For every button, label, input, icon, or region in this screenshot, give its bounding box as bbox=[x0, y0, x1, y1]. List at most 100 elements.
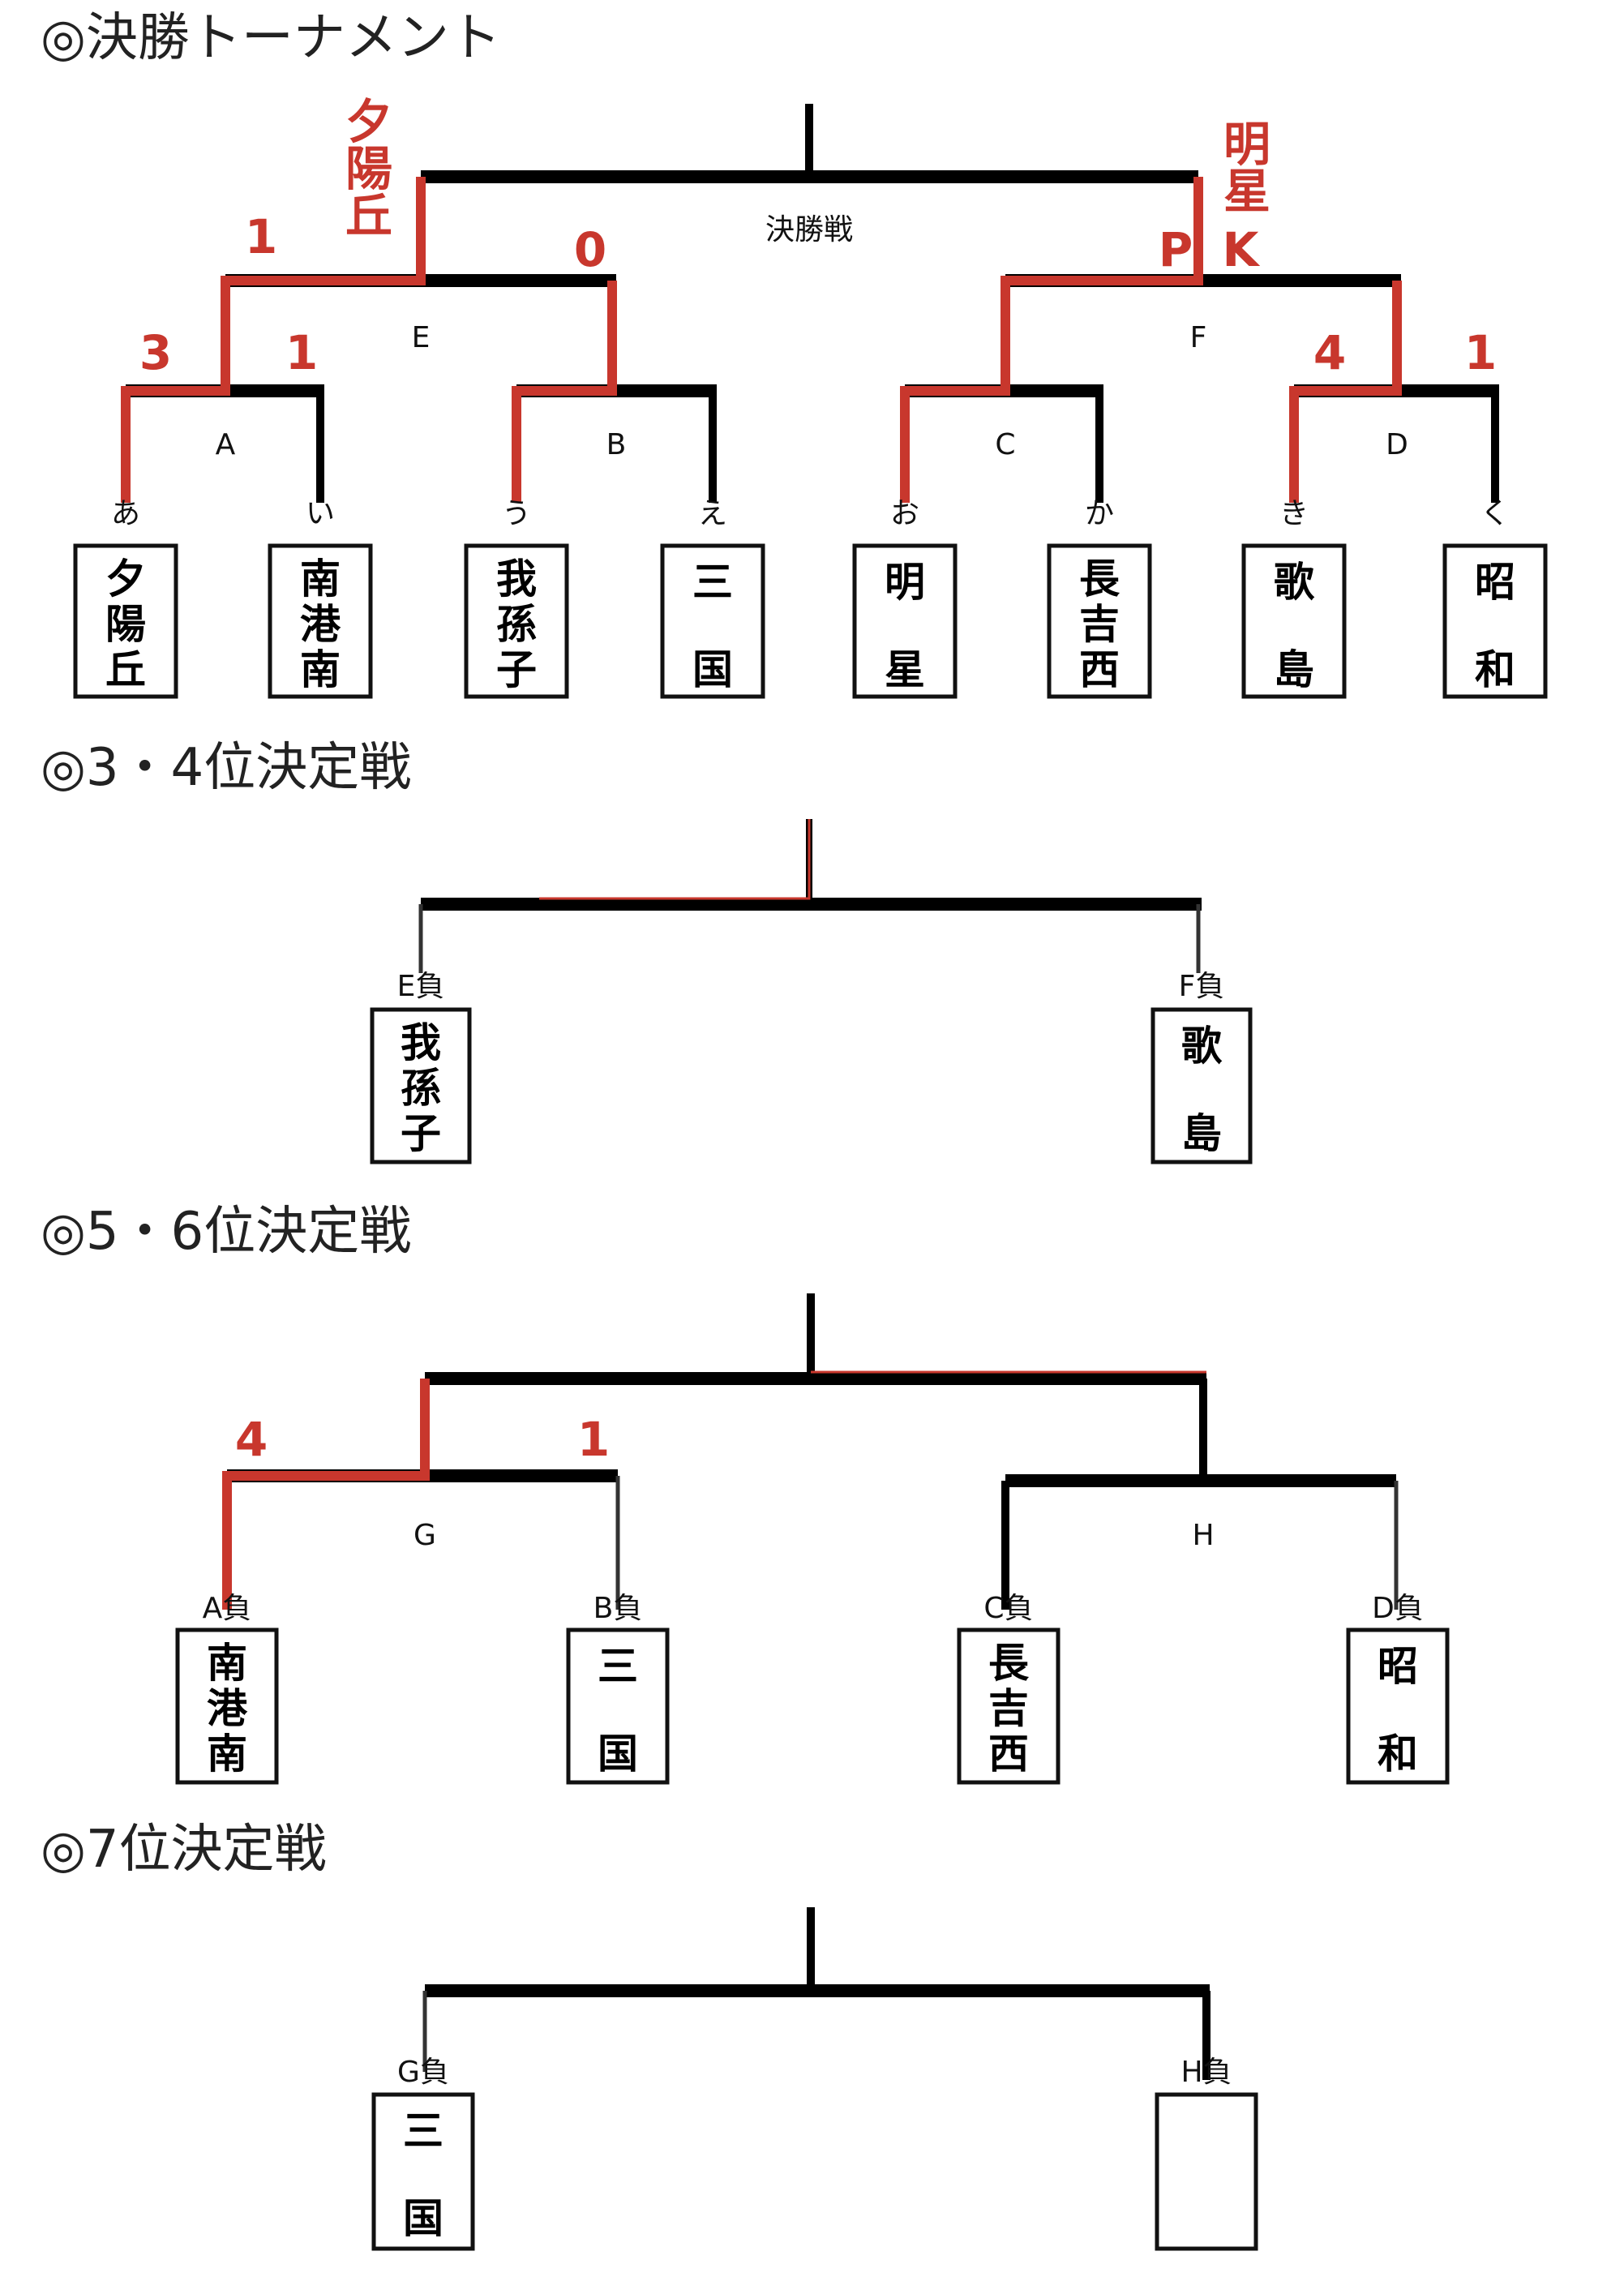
team-box bbox=[957, 1627, 1061, 1785]
slot-label: き bbox=[1279, 497, 1309, 530]
winner-path-utashima bbox=[1289, 281, 1402, 503]
team-box bbox=[1346, 1627, 1450, 1785]
third-red-trace bbox=[539, 819, 811, 900]
score-e-left: 1 bbox=[245, 209, 277, 264]
score-a-right: 1 bbox=[285, 325, 318, 380]
team-box bbox=[175, 1627, 279, 1785]
team-box bbox=[566, 1627, 670, 1785]
team-boxes: あ夕陽丘い南港南う我孫子え三国お明星か長吉西き歌島く昭和E負我孫子F負歌島A負南… bbox=[73, 497, 1548, 2251]
semi-e-winner-name: 夕陽丘 bbox=[345, 94, 392, 243]
final-team-entry: く昭和 bbox=[1442, 497, 1548, 699]
score-d-left: 4 bbox=[1313, 325, 1346, 380]
section-title-seventh-place: ◎7位決定戦 bbox=[41, 1820, 327, 1880]
slot-label: F負 bbox=[1179, 970, 1225, 1003]
match-label-g: G bbox=[413, 1519, 436, 1552]
quarter-label-b: B bbox=[606, 428, 627, 461]
team-name: 昭和 bbox=[1378, 1643, 1418, 1778]
score-f-left: P bbox=[1159, 222, 1193, 277]
score-g-left: 4 bbox=[235, 1412, 268, 1467]
team-box bbox=[73, 543, 178, 699]
seventh-place-bracket bbox=[422, 1907, 1211, 2080]
third-place-bracket bbox=[418, 819, 1202, 973]
final-match-label: 決勝戦 bbox=[765, 213, 853, 247]
slot-label: B負 bbox=[593, 1592, 643, 1625]
score-d-right: 1 bbox=[1464, 325, 1497, 380]
score-g-right: 1 bbox=[577, 1412, 610, 1467]
winner-path-yuhigaoka bbox=[121, 177, 426, 503]
team-box bbox=[660, 543, 765, 699]
slot-label: い bbox=[306, 497, 335, 530]
team-box bbox=[1442, 543, 1548, 699]
team-box bbox=[464, 543, 569, 699]
final-bracket bbox=[121, 104, 1499, 503]
slot-label: D負 bbox=[1372, 1592, 1424, 1625]
slot-label: A負 bbox=[203, 1592, 252, 1625]
semi-f-winner-name: 明星 bbox=[1223, 117, 1270, 219]
match-label-h: H bbox=[1192, 1519, 1214, 1552]
slot-label: う bbox=[502, 497, 531, 530]
winner-path-nankonan bbox=[222, 1379, 430, 1610]
team-name: 長吉西 bbox=[1079, 555, 1121, 693]
team-name: 南港南 bbox=[207, 1640, 248, 1778]
team-box bbox=[1047, 543, 1152, 699]
team-box bbox=[1155, 2092, 1258, 2251]
final-team-entry: き歌島 bbox=[1241, 497, 1347, 699]
semi-label-f: F bbox=[1190, 321, 1207, 354]
team-box bbox=[1151, 1007, 1253, 1164]
team-box bbox=[371, 2092, 475, 2251]
team-name: 夕陽丘 bbox=[105, 555, 146, 693]
section-title-final: ◎決勝トーナメント bbox=[41, 8, 501, 68]
final-team-entry: お明星 bbox=[852, 497, 958, 699]
team-box bbox=[268, 543, 373, 699]
team-box bbox=[852, 543, 958, 699]
team-name: 我孫子 bbox=[401, 1019, 441, 1157]
section-title-fifth-place: ◎5・6位決定戦 bbox=[41, 1202, 411, 1262]
quarter-label-c: C bbox=[995, 428, 1015, 461]
quarter-label-d: D bbox=[1386, 428, 1408, 461]
team-box bbox=[370, 1007, 472, 1164]
team-name: 歌島 bbox=[1181, 1023, 1223, 1157]
score-a-left: 3 bbox=[139, 325, 172, 380]
score-f-right: K bbox=[1223, 222, 1261, 277]
section-title-third-place: ◎3・4位決定戦 bbox=[41, 738, 411, 798]
team-name: 昭和 bbox=[1475, 559, 1515, 693]
quarter-label-a: A bbox=[216, 428, 236, 461]
winner-path-abiko bbox=[512, 281, 617, 503]
slot-label: H負 bbox=[1181, 2056, 1232, 2089]
seventh-team-entry: H負 bbox=[1155, 2056, 1258, 2251]
final-team-entry: え三国 bbox=[660, 497, 765, 699]
semi-label-e: E bbox=[412, 321, 431, 354]
team-name: 歌島 bbox=[1274, 559, 1315, 693]
winner-path-meisei bbox=[900, 177, 1203, 503]
team-name: 南港南 bbox=[300, 555, 341, 693]
slot-label: お bbox=[890, 497, 919, 530]
team-box bbox=[1241, 543, 1347, 699]
fifth-place-bracket bbox=[222, 1293, 1399, 1610]
slot-label: あ bbox=[111, 497, 140, 530]
slot-label: か bbox=[1085, 497, 1114, 530]
slot-label: く bbox=[1480, 497, 1510, 530]
slot-label: C負 bbox=[983, 1592, 1033, 1625]
team-name: 三国 bbox=[598, 1643, 638, 1778]
team-name: 三国 bbox=[403, 2108, 443, 2242]
team-name: 明星 bbox=[885, 559, 925, 693]
slot-label: E負 bbox=[397, 970, 445, 1003]
team-name: 長吉西 bbox=[988, 1640, 1030, 1778]
team-name: 我孫子 bbox=[496, 555, 537, 693]
slot-label: え bbox=[698, 497, 727, 530]
score-e-right: 0 bbox=[574, 222, 606, 277]
team-name: 三国 bbox=[692, 559, 733, 693]
slot-label: G負 bbox=[397, 2056, 449, 2089]
